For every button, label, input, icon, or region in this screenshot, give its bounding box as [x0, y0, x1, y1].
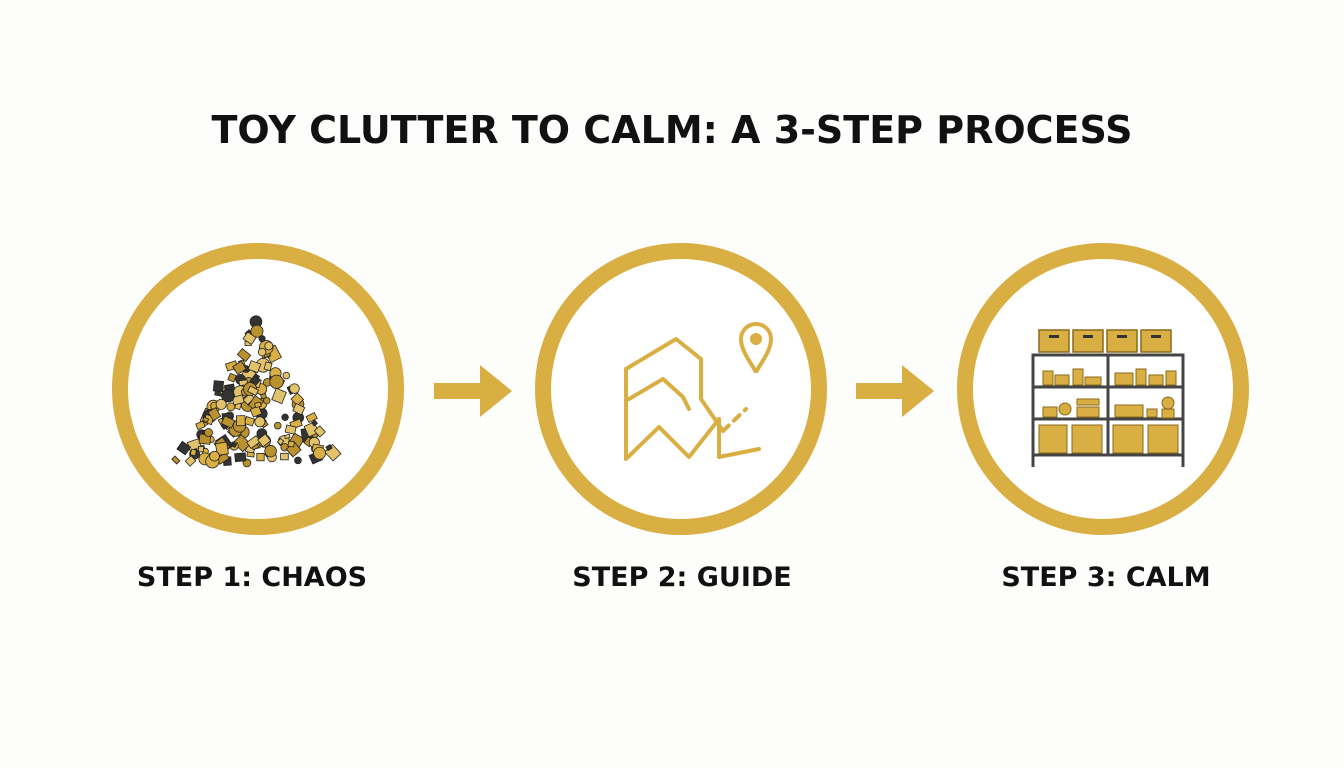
step-1-label: STEP 1: CHAOS: [136, 562, 368, 593]
arrow-right-icon: [856, 365, 934, 417]
arrow-right-icon: [434, 365, 512, 417]
step-1-circle: [112, 243, 404, 535]
step-3-circle: [957, 243, 1249, 535]
step-3-label: STEP 3: CALM: [1001, 562, 1211, 593]
map-route-icon: [624, 322, 774, 461]
storage-shelf-icon: [1031, 329, 1185, 467]
step-2-label: STEP 2: GUIDE: [572, 562, 792, 593]
step-2-circle: [535, 243, 827, 535]
toy-pile-icon: [171, 315, 342, 469]
diagram-title: TOY CLUTTER TO CALM: A 3-STEP PROCESS: [211, 108, 1133, 152]
